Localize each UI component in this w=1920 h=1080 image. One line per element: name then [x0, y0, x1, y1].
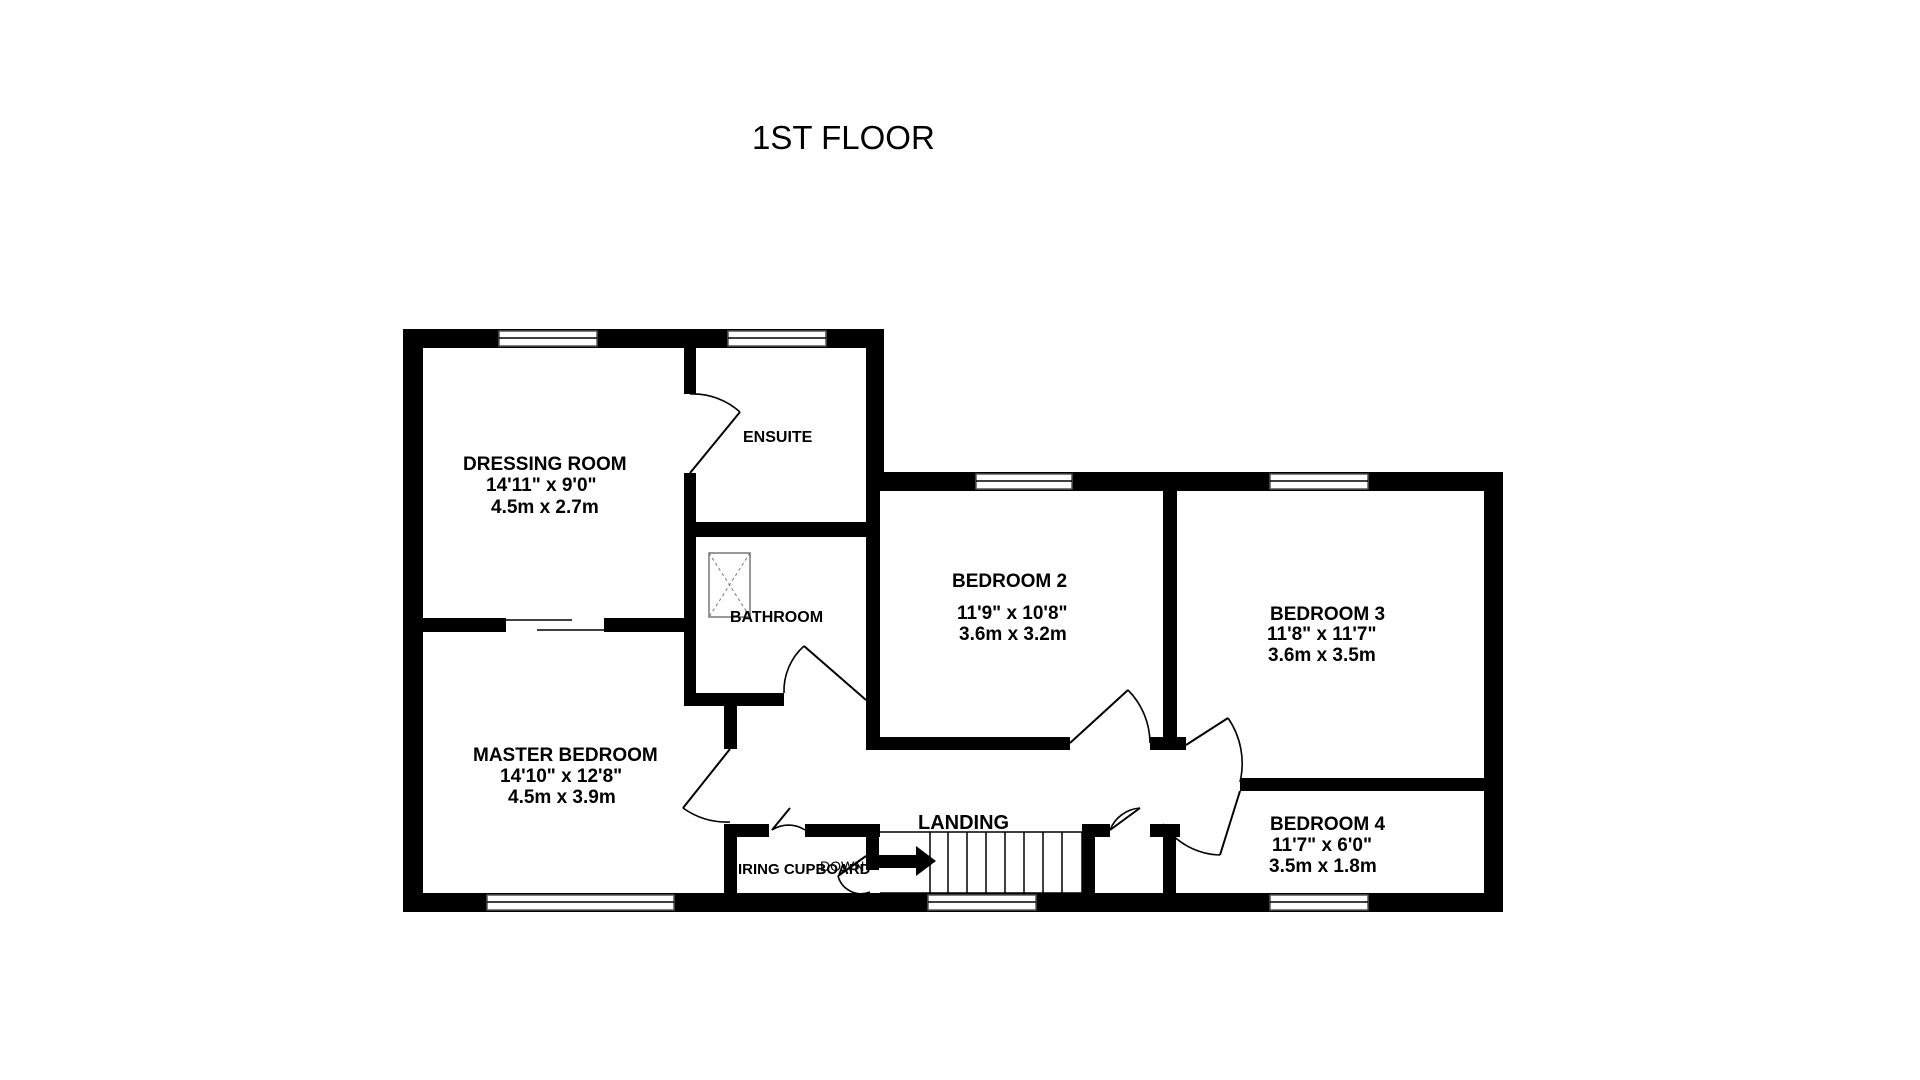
room-dressing: DRESSING ROOM 14'11" x 9'0" 4.5m x 2.7m — [463, 454, 627, 518]
room-bedroom4: BEDROOM 4 11'7" x 6'0" 3.5m x 1.8m — [1269, 814, 1386, 877]
dressing-room-imperial: 14'11" x 9'0" — [486, 475, 597, 496]
room-master-bedroom: MASTER BEDROOM 14'10" x 12'8" 4.5m x 3.9… — [473, 745, 658, 808]
walls — [403, 329, 1503, 912]
skylight-icon — [708, 552, 751, 618]
bathroom-name: BATHROOM — [730, 609, 823, 626]
sliding-door — [506, 619, 604, 631]
doors — [682, 393, 1243, 895]
bedroom2-metric: 3.6m x 3.2m — [959, 624, 1067, 645]
bedroom2-imperial: 11'9" x 10'8" — [957, 603, 1068, 624]
bedroom4-name: BEDROOM 4 — [1270, 814, 1386, 835]
stairs — [880, 831, 1083, 894]
dressing-room-metric: 4.5m x 2.7m — [491, 497, 599, 518]
bedroom2-name: BEDROOM 2 — [952, 571, 1067, 592]
bedroom4-metric: 3.5m x 1.8m — [1269, 856, 1377, 877]
room-bedroom3: BEDROOM 3 11'8" x 11'7" 3.6m x 3.5m — [1267, 604, 1385, 666]
bedroom4-imperial: 11'7" x 6'0" — [1272, 835, 1372, 856]
landing-name: LANDING — [918, 812, 1009, 834]
windows — [486, 330, 1369, 911]
bedroom3-imperial: 11'8" x 11'7" — [1267, 624, 1376, 645]
master-bedroom-imperial: 14'10" x 12'8" — [500, 766, 622, 787]
master-bedroom-metric: 4.5m x 3.9m — [508, 787, 616, 808]
master-bedroom-name: MASTER BEDROOM — [473, 745, 658, 766]
bedroom3-metric: 3.6m x 3.5m — [1268, 645, 1376, 666]
room-bedroom2: BEDROOM 2 11'9" x 10'8" 3.6m x 3.2m — [952, 571, 1068, 645]
stairs-down-label: DOWN — [820, 858, 864, 874]
dressing-room-name: DRESSING ROOM — [463, 454, 627, 475]
airing-cupboard-name: IRING CUPBOARD — [738, 861, 871, 878]
floor-title: 1ST FLOOR — [752, 119, 935, 156]
ensuite-name: ENSUITE — [743, 429, 813, 446]
bedroom3-name: BEDROOM 3 — [1270, 604, 1385, 625]
stairs-arrow-icon — [874, 846, 936, 876]
